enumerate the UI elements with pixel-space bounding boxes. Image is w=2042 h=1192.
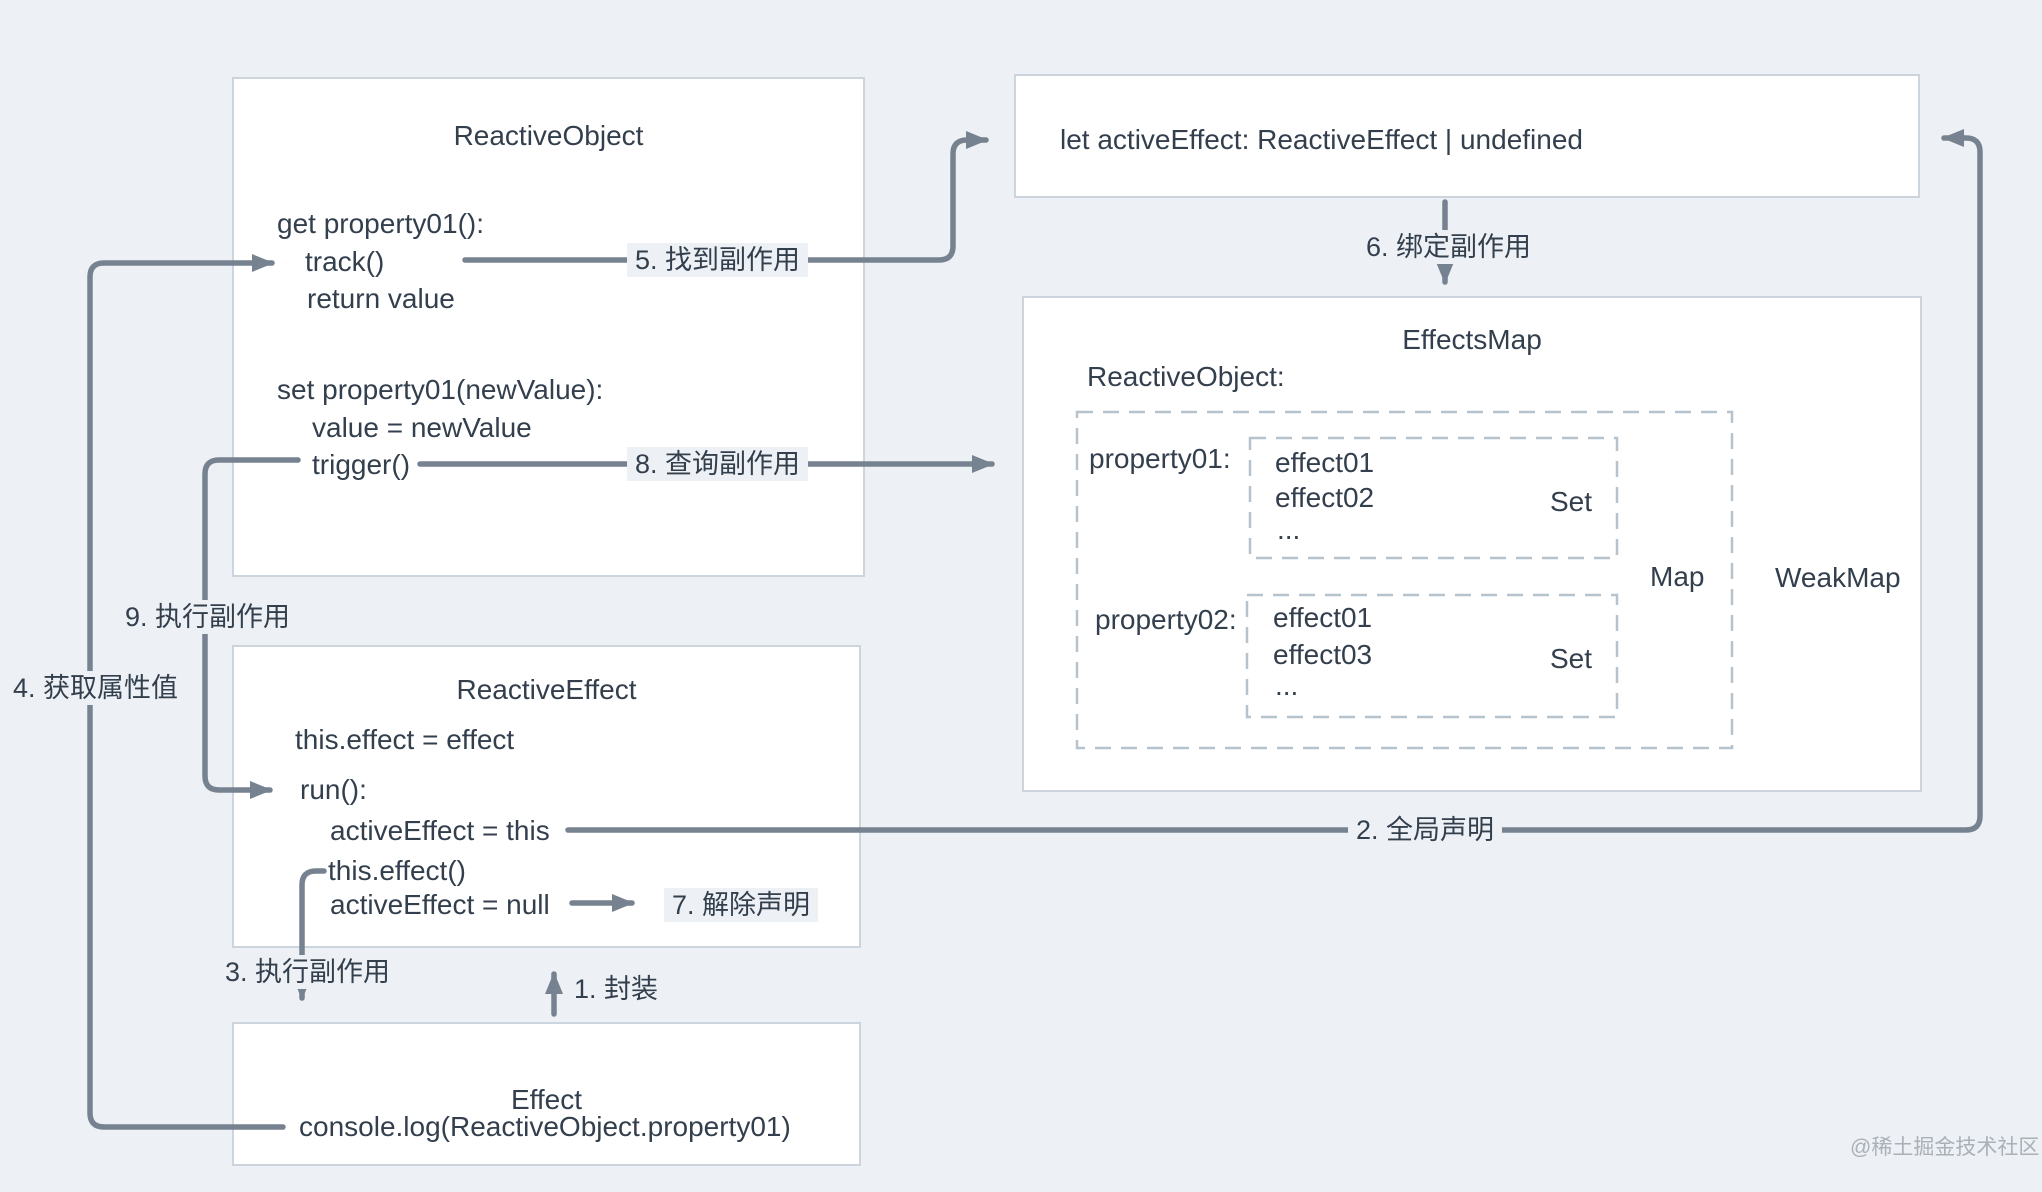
- step5-label: 5. 找到副作用: [627, 243, 809, 277]
- step4-label: 4. 获取属性值: [5, 671, 187, 705]
- step3-label: 3. 执行副作用: [217, 955, 399, 989]
- reactive-object-trigger: trigger(): [312, 449, 411, 480]
- property02-effect-more: ...: [1275, 670, 1299, 701]
- property02-set-label: Set: [1550, 643, 1593, 674]
- effect-box: [232, 1022, 861, 1166]
- arrow-step5-find-effect: [462, 131, 989, 263]
- reactive-object-getter: get property01():: [277, 208, 484, 239]
- reactive-object-track: track(): [305, 246, 385, 277]
- effects-map-box: [1022, 296, 1922, 792]
- reactive-object-title: ReactiveObject: [453, 120, 644, 151]
- map-label: Map: [1650, 561, 1705, 592]
- watermark: @稀土掘金技术社区: [1850, 1136, 2040, 1159]
- reactive-object-return: return value: [307, 283, 455, 314]
- reactive-effect-assign: this.effect = effect: [295, 724, 515, 755]
- step1-label: 1. 封装: [566, 972, 667, 1006]
- set1-dashed-rect: [1248, 436, 1619, 560]
- reactive-effect-run: run():: [300, 774, 367, 805]
- effect-body: console.log(ReactiveObject.property01): [299, 1111, 791, 1142]
- weakmap-label: WeakMap: [1775, 562, 1901, 593]
- set2-dashed-rect: [1245, 593, 1619, 719]
- property01-set-label: Set: [1550, 486, 1593, 517]
- property01-effect-more: ...: [1277, 514, 1301, 545]
- property02-effect-1: effect01: [1273, 602, 1373, 633]
- reactive-object-setter: set property01(newValue):: [277, 374, 604, 405]
- reactive-effect-set-active: activeEffect = this: [330, 815, 550, 846]
- arrow-step2-global-declare: [565, 129, 1983, 833]
- active-effect-declaration: let activeEffect: ReactiveEffect | undef…: [1060, 124, 1583, 155]
- step2-label: 2. 全局声明: [1348, 813, 1503, 847]
- effects-map-title: EffectsMap: [1402, 324, 1542, 355]
- arrow-step3-run-side-effect: [293, 868, 327, 1001]
- step7-label: 7. 解除声明: [664, 888, 819, 922]
- property01-effect-2: effect02: [1275, 482, 1375, 513]
- reactive-effect-call: this.effect(): [328, 855, 466, 886]
- step9-label: 9. 执行副作用: [117, 600, 299, 634]
- reactive-effect-title: ReactiveEffect: [456, 674, 637, 705]
- effects-map-object-key: ReactiveObject:: [1087, 361, 1285, 392]
- step8-label: 8. 查询副作用: [627, 447, 809, 481]
- property01-effect-1: effect01: [1275, 447, 1375, 478]
- property02-effect-2: effect03: [1273, 639, 1373, 670]
- reactive-object-assign: value = newValue: [312, 412, 532, 443]
- property02-key: property02:: [1095, 604, 1237, 635]
- reactive-object-box: [232, 77, 865, 577]
- active-effect-box: [1014, 74, 1920, 198]
- property01-key: property01:: [1089, 443, 1231, 474]
- effect-title: Effect: [510, 1084, 583, 1115]
- reactive-effect-clear-active: activeEffect = null: [330, 889, 550, 920]
- step6-label: 6. 绑定副作用: [1358, 230, 1540, 264]
- map-dashed-rect: [1075, 410, 1734, 750]
